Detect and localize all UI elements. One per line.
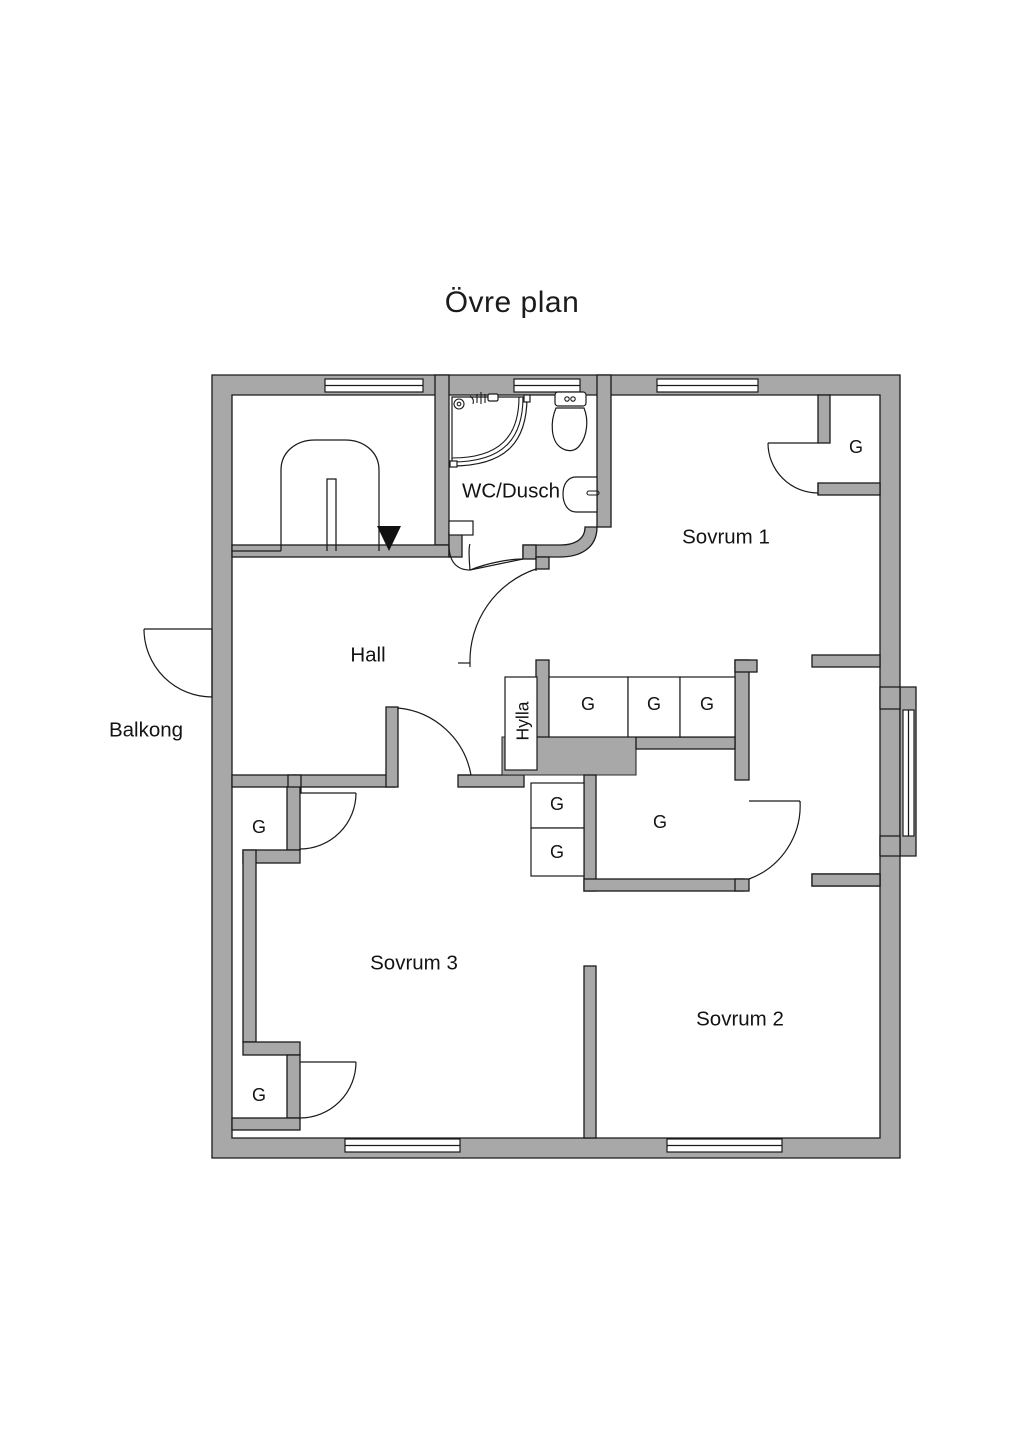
door-balcony	[143, 628, 213, 698]
closet-label-sovrum2-nw: G	[653, 812, 667, 832]
closet-label-center-4: G	[550, 794, 564, 814]
shelf-label: Hylla	[513, 701, 533, 740]
center-storage-boxes	[504, 676, 736, 877]
door-sovrum1	[458, 568, 537, 667]
door-wc	[448, 543, 524, 571]
closet-label-sovrum3-sw: G	[252, 1085, 266, 1105]
closet-box-2	[627, 676, 681, 738]
door-closet-sovrum3-lower	[299, 1061, 357, 1120]
page-title: Övre plan	[444, 286, 580, 319]
wc-dusch-fixtures	[448, 391, 600, 536]
closet-label-sovrum3-nw: G	[252, 817, 266, 837]
shower-icon	[449, 392, 531, 468]
closet-label-center-5: G	[550, 842, 564, 862]
room-labels: Hall WC/Dusch Sovrum 1 Sovrum 2 Sovrum 3…	[109, 479, 784, 1030]
closet-box-5	[530, 827, 585, 877]
window-top-left	[324, 378, 424, 393]
shelf-box	[504, 676, 538, 771]
door-closet-sovrum2	[748, 800, 801, 880]
door-closet-sovrum1	[767, 442, 819, 495]
toilet-icon	[551, 391, 588, 452]
room-label-sovrum1: Sovrum 1	[682, 525, 770, 548]
room-label-wc-dusch: WC/Dusch	[462, 479, 560, 502]
window-bottom-right	[666, 1138, 783, 1153]
room-label-hall: Hall	[350, 643, 385, 666]
door-closet-sovrum3-upper	[299, 792, 357, 851]
closet-box-3	[679, 676, 736, 738]
window-top-wc	[513, 378, 581, 393]
closet-label-center-3: G	[700, 694, 714, 714]
room-label-sovrum3: Sovrum 3	[370, 951, 458, 974]
closet-labels: G G G G G G G G G	[252, 437, 863, 1105]
stairwell	[232, 439, 401, 552]
room-label-balkong: Balkong	[109, 718, 183, 741]
stair-down-arrow-icon	[377, 526, 401, 551]
interior-walls	[231, 374, 881, 1139]
closet-label-center-1: G	[581, 694, 595, 714]
closet-label-sovrum1-ne: G	[849, 437, 863, 457]
window-right-bay	[902, 709, 915, 837]
window-top-right	[656, 378, 759, 393]
shelf-label-group: Hylla	[513, 701, 533, 740]
window-bottom-left	[344, 1138, 461, 1153]
door-sovrum3	[397, 707, 472, 776]
room-label-sovrum2: Sovrum 2	[696, 1007, 784, 1030]
sink-icon	[562, 476, 600, 513]
closet-label-center-2: G	[647, 694, 661, 714]
